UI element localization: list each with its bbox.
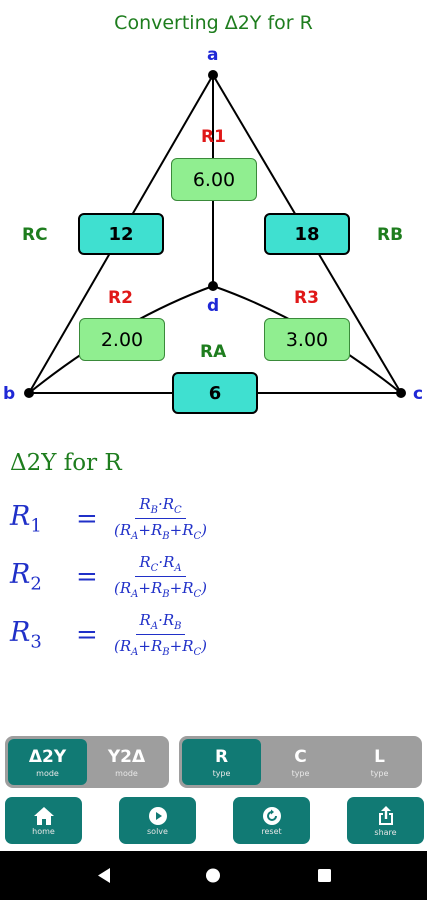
home-button[interactable]: home bbox=[5, 797, 82, 844]
formula-r2-lhs: R2 bbox=[10, 558, 42, 595]
formula-r1-fraction: RB·RC (RA+RB+RC) bbox=[114, 495, 208, 542]
formula-r2: R2 = RC·RA (RA+RB+RC) bbox=[10, 553, 211, 600]
rc-label: RC bbox=[22, 225, 48, 245]
node-label-b: b bbox=[3, 384, 16, 404]
type-toggle: R type C type L type bbox=[179, 736, 422, 788]
r2-label: R2 bbox=[108, 288, 133, 308]
type-c-button[interactable]: C type bbox=[291, 746, 310, 778]
r3-label: R3 bbox=[294, 288, 319, 308]
r1-label: R1 bbox=[201, 127, 226, 147]
share-button[interactable]: share bbox=[347, 797, 424, 844]
node-dot-a bbox=[208, 70, 218, 80]
share-icon bbox=[378, 805, 393, 825]
mode-delta2y-button[interactable]: Δ2Y mode bbox=[8, 739, 87, 785]
formula-r1: R1 = RB·RC (RA+RB+RC) bbox=[10, 495, 211, 542]
page-title: Converting Δ2Y for R bbox=[114, 12, 313, 34]
formula-r3-eq: = bbox=[76, 619, 98, 650]
formula-r3: R3 = RA·RB (RA+RB+RC) bbox=[10, 611, 211, 658]
solve-button[interactable]: solve bbox=[119, 797, 196, 844]
node-label-a: a bbox=[207, 45, 219, 65]
system-nav-bar bbox=[0, 851, 427, 900]
reset-button[interactable]: reset bbox=[233, 797, 310, 844]
formula-r3-lhs: R3 bbox=[10, 616, 42, 653]
formula-r1-lhs: R1 bbox=[10, 500, 42, 537]
r3-value-box: 3.00 bbox=[264, 318, 350, 361]
node-dot-d bbox=[208, 281, 218, 291]
rb-input-box[interactable]: 18 bbox=[264, 213, 350, 255]
system-nav-icons bbox=[98, 868, 331, 883]
node-label-d: d bbox=[207, 296, 220, 316]
ra-label: RA bbox=[200, 342, 227, 362]
formula-r2-fraction: RC·RA (RA+RB+RC) bbox=[114, 553, 208, 600]
node-dot-c bbox=[396, 388, 406, 398]
formula-r2-eq: = bbox=[76, 561, 98, 592]
type-l-button[interactable]: L type bbox=[370, 746, 389, 778]
node-label-c: c bbox=[413, 384, 424, 404]
formula-title: Δ2Y for R bbox=[10, 450, 122, 476]
type-r-button[interactable]: R type bbox=[182, 739, 261, 785]
recents-icon bbox=[318, 869, 331, 882]
r2-value-box: 2.00 bbox=[79, 318, 165, 361]
play-icon bbox=[148, 806, 167, 825]
formula-r3-fraction: RA·RB (RA+RB+RC) bbox=[114, 611, 208, 658]
mode-toggle: Δ2Y mode Y2Δ mode bbox=[5, 736, 169, 788]
rc-input-box[interactable]: 12 bbox=[78, 213, 164, 255]
rb-label: RB bbox=[377, 225, 404, 245]
node-dot-b bbox=[24, 388, 34, 398]
ra-input-box[interactable]: 6 bbox=[172, 372, 258, 414]
formula-r1-eq: = bbox=[76, 503, 98, 534]
back-icon bbox=[98, 868, 110, 883]
r1-value-box: 6.00 bbox=[171, 158, 257, 201]
reset-icon bbox=[262, 806, 281, 825]
home-nav-icon bbox=[206, 868, 220, 883]
mode-y2delta-button[interactable]: Y2Δ mode bbox=[107, 746, 146, 778]
home-icon bbox=[33, 806, 54, 825]
